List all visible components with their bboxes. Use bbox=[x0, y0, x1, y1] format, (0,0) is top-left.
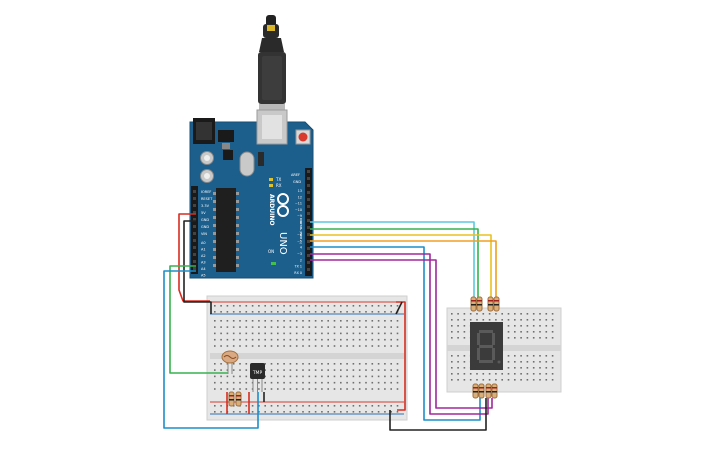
board-model: UNO bbox=[277, 232, 288, 255]
wire-green[interactable] bbox=[310, 228, 479, 298]
resistor-icon[interactable] bbox=[235, 391, 242, 407]
wire-black-rail[interactable] bbox=[395, 301, 403, 315]
gnd-label: GND bbox=[293, 180, 301, 184]
analog-pin-label: A4 bbox=[201, 267, 206, 271]
v33-label: 3.3V bbox=[201, 204, 210, 208]
wire-red-5v[interactable] bbox=[178, 213, 210, 302]
digital-pin-label: ~6 bbox=[297, 233, 302, 237]
digital-pin-label: 4 bbox=[300, 246, 302, 250]
power-header bbox=[191, 186, 198, 274]
digital-pin-label: ~5 bbox=[297, 239, 302, 243]
aref-label: AREF bbox=[291, 173, 300, 177]
segment-resistors-top bbox=[470, 296, 500, 312]
seven-segment-icon[interactable] bbox=[470, 322, 503, 370]
digital-pin-label: 2 bbox=[300, 258, 302, 262]
on-label: ON bbox=[268, 249, 274, 254]
wire-red-rail[interactable] bbox=[396, 301, 406, 411]
digital-pin-label: RX 0 bbox=[294, 271, 302, 275]
v5-label: 5V bbox=[201, 211, 206, 215]
digital-pin-label: 8 bbox=[300, 221, 302, 225]
digital-pin-label: 12 bbox=[298, 195, 302, 199]
temperature-sensor-icon[interactable]: TMP bbox=[250, 363, 265, 392]
resistor-icon[interactable] bbox=[228, 391, 235, 407]
ioref-label: IOREF bbox=[201, 190, 211, 194]
wire-blue-tmp[interactable] bbox=[163, 270, 259, 429]
small-breadboard[interactable] bbox=[446, 307, 562, 393]
gnd2-label: GND bbox=[201, 225, 209, 229]
wire-black-segment[interactable] bbox=[389, 398, 487, 431]
usb-cable-icon[interactable] bbox=[258, 15, 286, 112]
gnd1-label: GND bbox=[201, 218, 209, 222]
wires bbox=[163, 213, 497, 431]
analog-pin-label: A0 bbox=[201, 241, 206, 245]
analog-pin-label: A2 bbox=[201, 254, 206, 258]
tx-label: TX bbox=[275, 177, 281, 182]
digital-pin-label: ~10 bbox=[295, 208, 302, 212]
digital-pin-label: 7 bbox=[300, 227, 302, 231]
digital-pin-label: TX 1 bbox=[294, 265, 302, 269]
reset-button-icon[interactable] bbox=[295, 129, 311, 145]
digital-pin-label: ~9 bbox=[297, 214, 302, 218]
on-led bbox=[271, 262, 276, 265]
photoresistor-icon[interactable] bbox=[221, 350, 239, 374]
digital-pin-label: 13 bbox=[298, 189, 302, 193]
digital-pin-label: ~11 bbox=[295, 202, 302, 206]
arduino-uno-board[interactable]: TX RX ARDUINO UNO ON AREF GND DIGITAL (P… bbox=[189, 109, 314, 279]
wire-green-ldr[interactable] bbox=[169, 265, 228, 374]
rx-led bbox=[269, 184, 273, 187]
vin-label: VIN bbox=[201, 232, 207, 236]
arduino-logo-icon bbox=[277, 193, 289, 217]
digital-pin-label: ~3 bbox=[297, 252, 302, 256]
wire-black-gnd[interactable] bbox=[183, 220, 212, 314]
analog-pin-label: A3 bbox=[201, 261, 206, 265]
analog-pin-label: A1 bbox=[201, 248, 206, 252]
reset-label: RESET bbox=[201, 197, 213, 201]
analog-pin-label: A5 bbox=[201, 274, 206, 278]
segment-resistors-bottom bbox=[472, 383, 498, 399]
wire-orange[interactable] bbox=[310, 240, 497, 298]
board-brand: ARDUINO bbox=[268, 194, 275, 225]
wire-purple[interactable] bbox=[310, 259, 493, 409]
microcontroller-chip bbox=[216, 188, 236, 272]
wire-cyan[interactable] bbox=[310, 221, 475, 298]
digital-pin-labels: 13 12 ~11 ~10 ~9 8 7 ~6 ~5 4 ~3 2 TX 1 RX 0 bbox=[294, 189, 302, 275]
tmp-label: TMP bbox=[252, 370, 263, 376]
rx-label: RX bbox=[276, 183, 282, 188]
wire-yellow[interactable] bbox=[310, 234, 492, 298]
digital-label: DIGITAL (PWM ~) bbox=[299, 218, 303, 244]
wire-blue-segment[interactable] bbox=[310, 246, 481, 421]
tx-led bbox=[269, 178, 273, 181]
